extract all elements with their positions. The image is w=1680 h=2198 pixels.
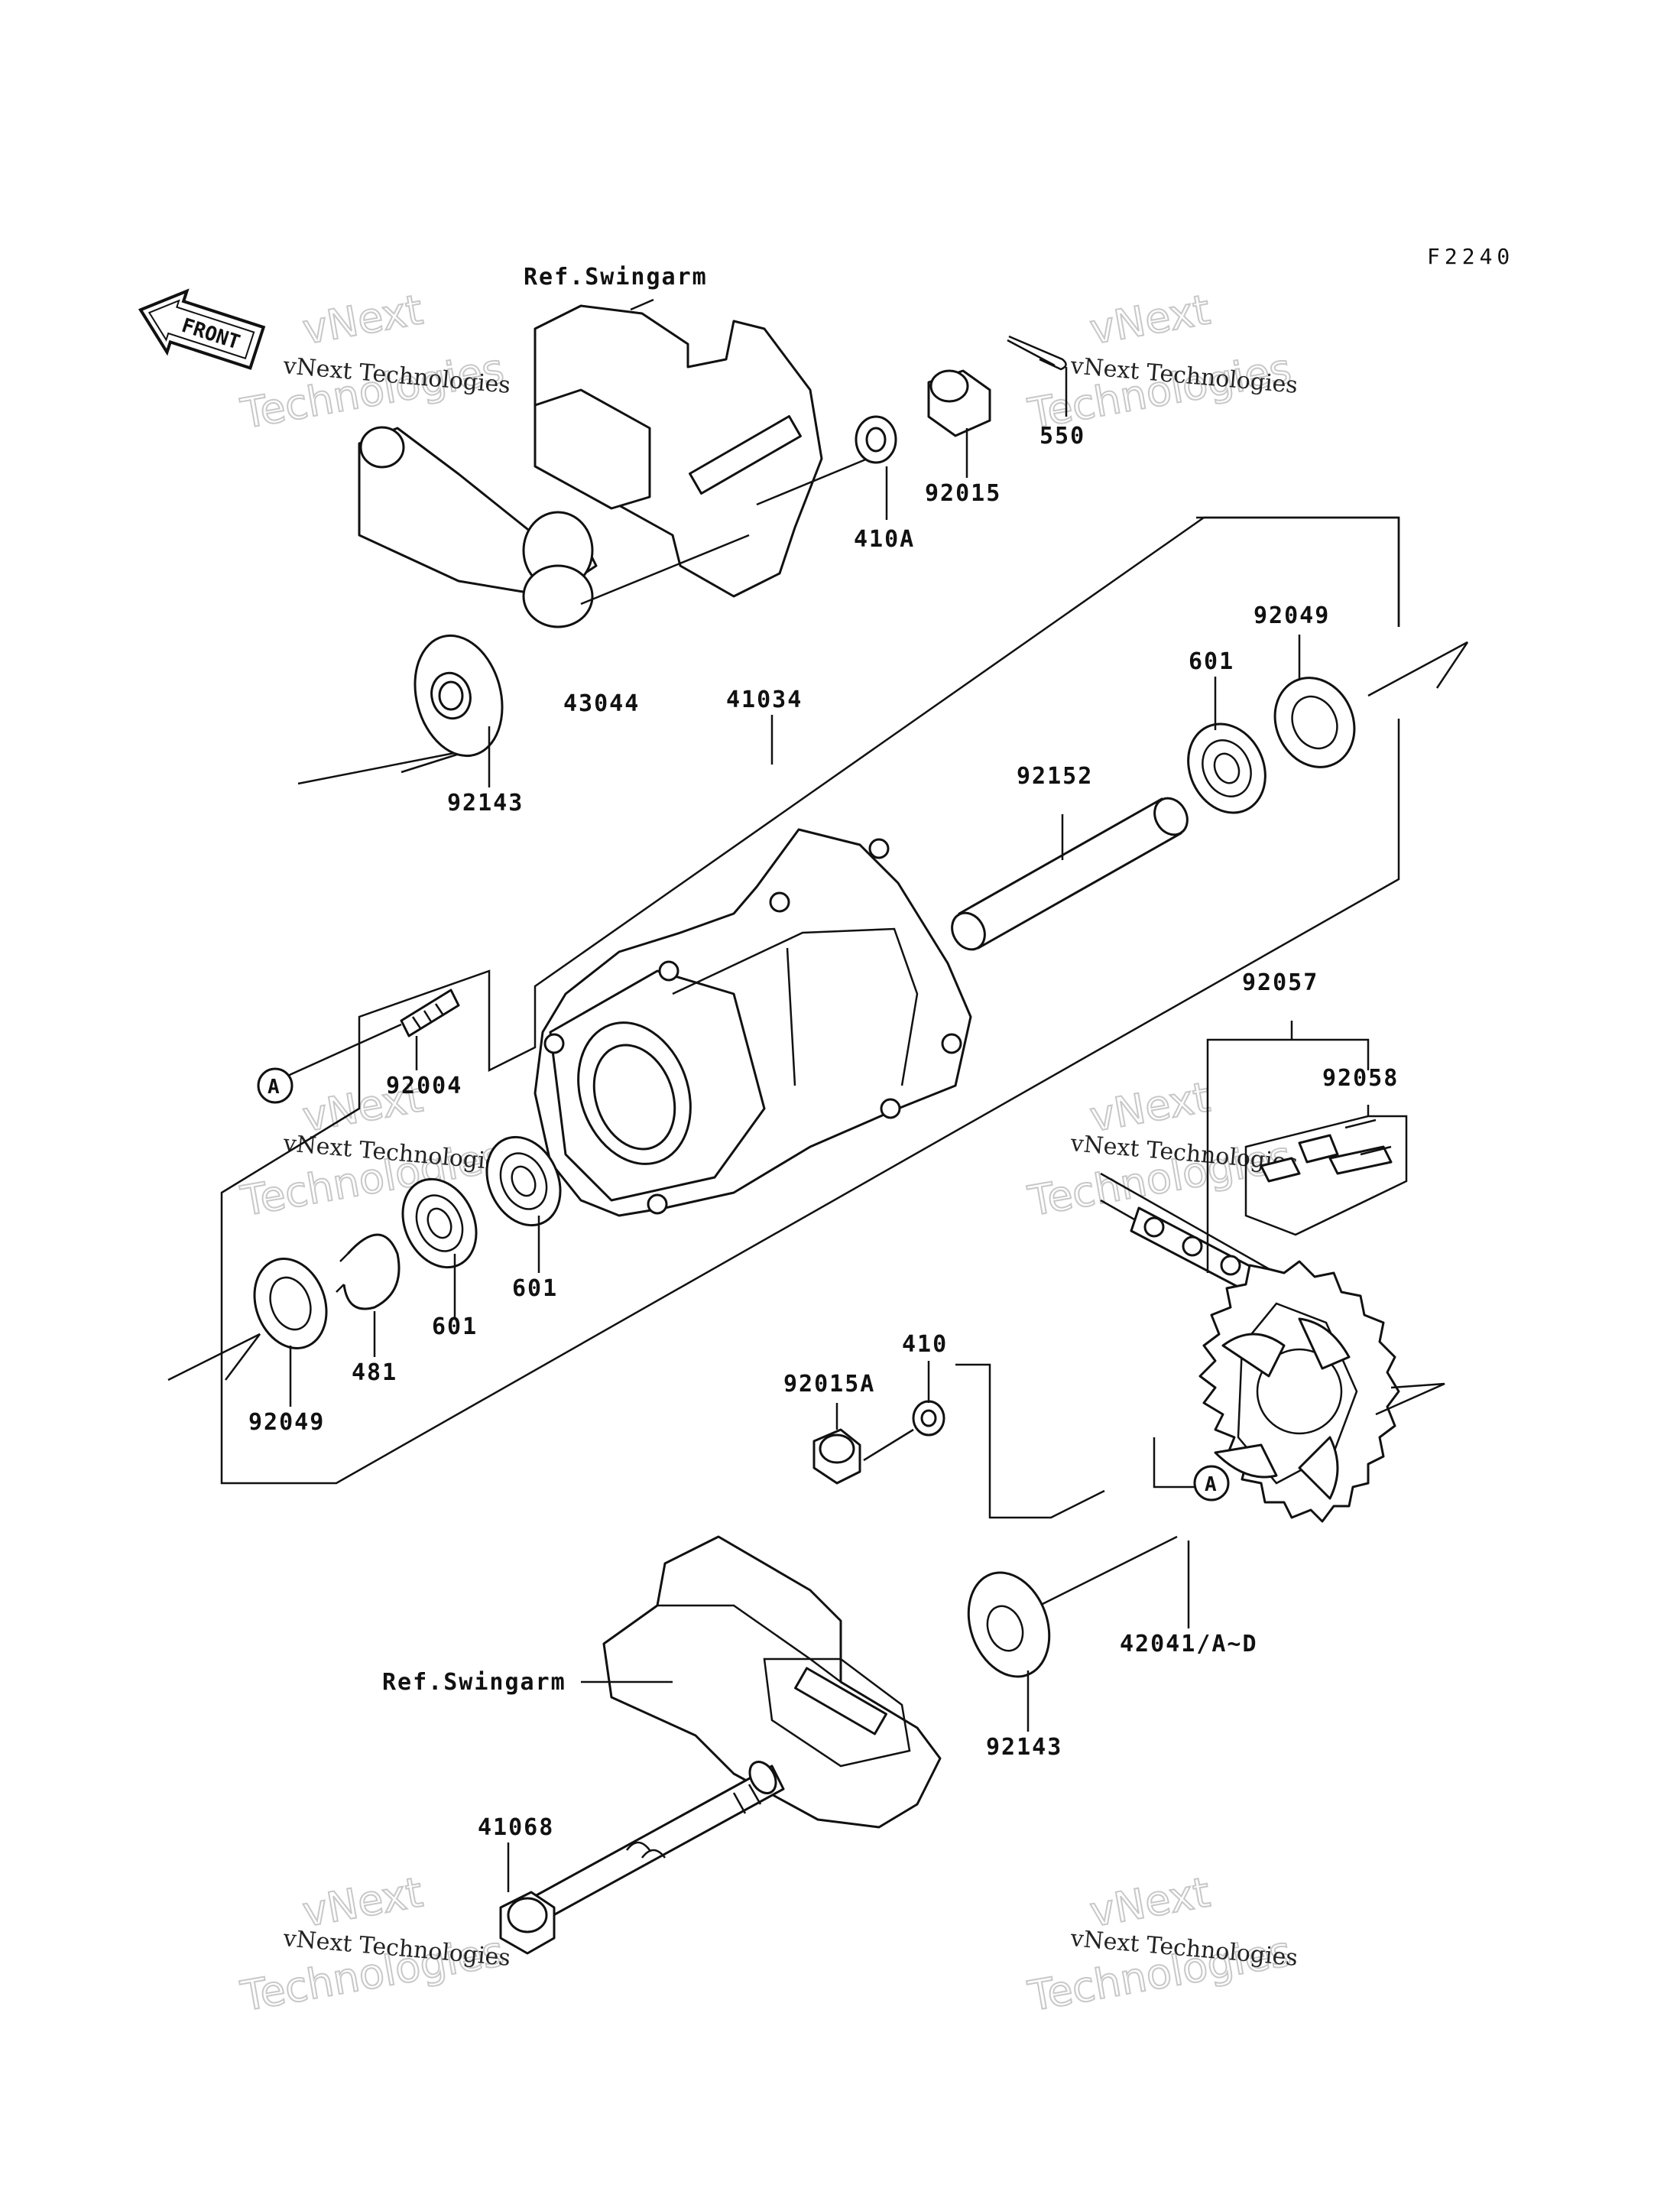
axis-line-left-top — [297, 748, 475, 785]
master-link-92058 — [1244, 1115, 1408, 1236]
part-92015A-label: 92015A — [783, 1371, 875, 1398]
part-41034-label: 41034 — [726, 687, 803, 713]
nut-92015A — [812, 1428, 861, 1485]
bearing-601-top — [1187, 722, 1266, 814]
leader-ref-swingarm-top — [630, 298, 654, 311]
circlip-481 — [336, 1233, 401, 1310]
leader-collar-to-sprocket — [1039, 1535, 1178, 1607]
part-92152-label: 92152 — [1017, 763, 1093, 790]
svg-text:vNext: vNext — [299, 285, 426, 353]
part-92049-bottom-label: 92049 — [248, 1409, 325, 1436]
stud-92004 — [400, 989, 460, 1037]
leader-A-right — [1153, 1437, 1196, 1489]
axis-line-right-top — [1367, 641, 1469, 697]
marker-A-left-label: A — [268, 1076, 280, 1099]
part-92004-label: 92004 — [386, 1073, 462, 1099]
washer-410 — [912, 1400, 945, 1437]
part-43044-label: 43044 — [563, 690, 640, 717]
watermark-top-left: vNext Technologies vNext Technologies — [236, 284, 511, 439]
part-92015-label: 92015 — [925, 480, 1001, 507]
part-410A-label: 410A — [854, 526, 915, 553]
axis-line-right-bottom — [1375, 1382, 1445, 1416]
rear-sprocket-42041 — [1198, 1260, 1400, 1523]
reference-marker-A-right: A — [1193, 1465, 1230, 1502]
part-92049-top-label: 92049 — [1254, 602, 1330, 629]
axle-41068 — [499, 1761, 785, 1955]
cotter-pin-550 — [1007, 335, 1067, 371]
part-92057-label: 92057 — [1242, 969, 1318, 996]
part-92143-top-label: 92143 — [447, 790, 524, 817]
figure-code: F2240 — [1427, 244, 1514, 269]
watermark-mid-right: vNext Technologies vNext Technologies — [1023, 1072, 1299, 1226]
leader-A-left — [282, 1023, 402, 1080]
part-601-a-label: 601 — [512, 1275, 558, 1302]
leader-swingarm-410A — [756, 457, 868, 506]
spacer-92152 — [951, 797, 1189, 951]
svg-text:vNext: vNext — [1086, 1073, 1213, 1141]
swingarm-left-bracket — [602, 1535, 942, 1829]
collar-92143-top — [414, 634, 504, 758]
part-92058-label: 92058 — [1322, 1065, 1399, 1092]
seal-92049-top — [1273, 677, 1356, 768]
leader-92057 — [1206, 1038, 1370, 1273]
rear-hub-41034 — [534, 828, 972, 1217]
leader-nut-to-washer — [863, 1428, 914, 1462]
washer-410A — [855, 415, 897, 464]
part-41068-label: 41068 — [478, 1814, 554, 1841]
swingarm-right-bracket — [358, 304, 823, 628]
reference-marker-A-left: A — [257, 1067, 294, 1104]
ref-swingarm-top-label: Ref.Swingarm — [524, 264, 708, 291]
bearing-601-b — [485, 1135, 562, 1227]
watermark-bottom-left: vNext Technologies vNext Technologies — [236, 1867, 511, 2021]
part-601-b-label: 601 — [432, 1313, 478, 1340]
leader-410-to-sprocket — [955, 1363, 1105, 1519]
seal-92049-bottom — [253, 1258, 328, 1349]
watermark-bottom-right: vNext Technologies vNext Technologies — [1023, 1867, 1299, 2021]
part-601-top-label: 601 — [1189, 648, 1234, 675]
svg-text:vNext: vNext — [1086, 1868, 1213, 1936]
bearing-601-a — [401, 1177, 478, 1269]
part-410-label: 410 — [902, 1331, 948, 1358]
part-550-label: 550 — [1039, 423, 1085, 450]
part-92143-bottom-label: 92143 — [986, 1734, 1062, 1761]
front-arrow-icon: FRONT — [138, 288, 266, 370]
part-42041-label: 42041/A~D — [1120, 1631, 1258, 1657]
collar-92143-bottom — [967, 1571, 1051, 1678]
hub-group-frame — [220, 516, 1400, 1485]
leader-swingarm-43044 — [580, 534, 750, 606]
ref-swingarm-bottom-label: Ref.Swingarm — [382, 1669, 566, 1696]
svg-text:vNext: vNext — [1086, 285, 1213, 353]
svg-text:vNext: vNext — [299, 1868, 426, 1936]
nut-92015 — [927, 369, 991, 437]
marker-A-right-label: A — [1205, 1473, 1217, 1496]
part-481-label: 481 — [352, 1359, 397, 1386]
axis-line-left-bottom — [167, 1333, 261, 1381]
